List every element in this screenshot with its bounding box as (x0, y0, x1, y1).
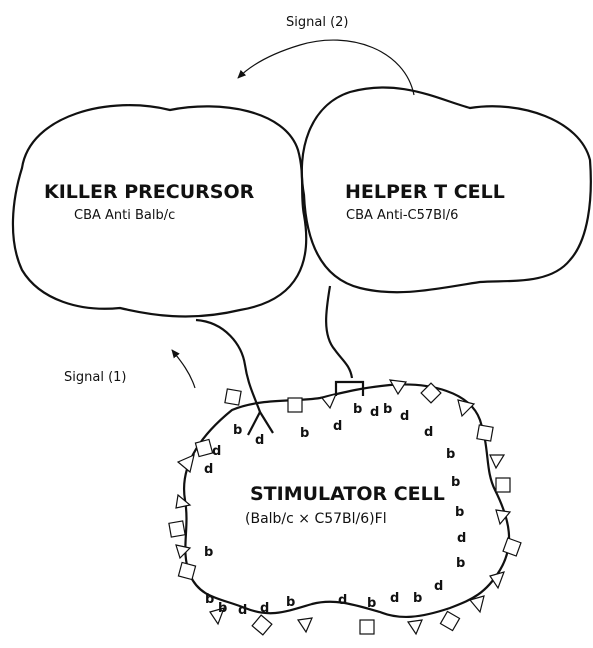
epitope-b: b (456, 556, 465, 571)
epitope-b: b (300, 426, 309, 441)
epitope-d: d (424, 425, 433, 440)
signal-1-arrow (172, 350, 195, 388)
epitope-d: d (333, 419, 342, 434)
epitope-b: b (233, 423, 242, 438)
killer-precursor-title: KILLER PRECURSOR (44, 181, 255, 203)
surface-triangle (298, 618, 312, 632)
surface-triangle (490, 455, 504, 468)
epitope-b: b (446, 447, 455, 462)
signal-1-label: Signal (1) (64, 370, 126, 385)
surface-square (496, 478, 510, 492)
surface-triangle (176, 495, 190, 508)
surface-triangle (176, 545, 190, 558)
epitope-b: b (451, 475, 460, 490)
epitope-d: d (390, 591, 399, 606)
signal-2-label: Signal (2) (286, 15, 348, 30)
surface-triangle (458, 400, 474, 416)
epitope-b: b (383, 402, 392, 417)
epitope-d: d (370, 405, 379, 420)
killer-receptor-fork (248, 412, 273, 435)
surface-square (288, 398, 302, 412)
surface-square (252, 615, 272, 635)
killer-precursor-subtitle: CBA Anti Balb/c (74, 208, 175, 223)
epitope-b: b (204, 545, 213, 560)
surface-square (178, 562, 195, 579)
surface-square (225, 389, 241, 405)
epitope-d: d (400, 409, 409, 424)
epitope-d: d (260, 601, 269, 616)
epitope-d: d (255, 433, 264, 448)
surface-square (477, 425, 493, 441)
epitope-d: d (204, 462, 213, 477)
surface-triangle (490, 572, 504, 588)
epitope-b: b (205, 592, 214, 607)
epitope-b: b (413, 591, 422, 606)
surface-square (440, 611, 459, 630)
epitope-d: d (457, 531, 466, 546)
stimulator-cell-title: STIMULATOR CELL (250, 483, 445, 505)
helper-t-cell-subtitle: CBA Anti-C57Bl/6 (346, 208, 458, 223)
surface-triangle (390, 380, 406, 394)
epitope-d: d (338, 593, 347, 608)
epitope-b: b (286, 595, 295, 610)
surface-square (169, 521, 185, 537)
epitope-labels: b d b d b b d d d b d d b b b d b d b b … (204, 402, 466, 618)
stimulator-cell-subtitle: (Balb/c × C57Bl/6)Fl (245, 511, 387, 527)
surface-square (195, 439, 212, 456)
surface-square (360, 620, 374, 634)
epitope-d: d (212, 444, 221, 459)
epitope-b: b (218, 601, 227, 616)
epitope-b: b (367, 596, 376, 611)
epitope-b: b (455, 505, 464, 520)
surface-square (503, 538, 521, 556)
epitope-d: d (238, 603, 247, 618)
epitope-d: d (434, 579, 443, 594)
surface-triangle (408, 620, 422, 634)
helper-t-cell-title: HELPER T CELL (345, 181, 505, 203)
helper-receptor-stalk (326, 286, 352, 378)
epitope-b: b (353, 402, 362, 417)
